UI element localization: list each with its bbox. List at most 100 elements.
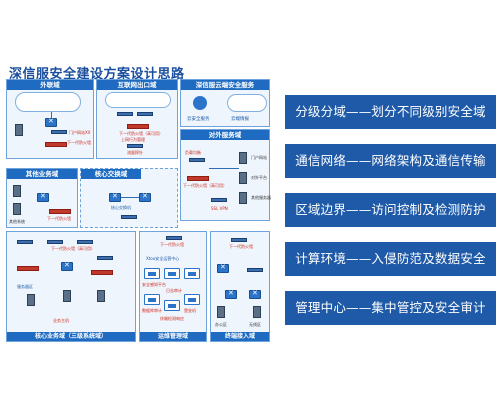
ext-fw [187,176,209,181]
ext-link [209,168,239,169]
internet-ad-label: 上网行为管理 [121,137,145,142]
other-switch [37,192,49,202]
zone-cloud-service-header: 深信服云端安全服务 [181,80,269,90]
zone-core-business: 核心业务域（三级系统域） 下一代防火墙（高可用） 服务器区 业务主机 [6,231,136,342]
core-biz-srv-c [97,290,105,302]
internet-dev-c [127,144,143,148]
zone-core-exchange-header: 核心交换域 [81,169,141,179]
internet-dev-b [137,112,153,116]
internet-traffic-label: 流量探针 [127,150,143,155]
zone-terminal-access-footer: 终端接入域 [211,332,269,341]
ops-center-label: Xtoo安全运营中心 [146,256,180,261]
ext-dev-a [189,158,205,162]
zone-external: 外联域 门户网站XX 下一代防火墙 [6,79,94,159]
core-link [121,197,139,198]
external-fw-label: 下一代防火墙 [67,140,91,145]
cloud-service-cloud [227,94,267,112]
external-switch [45,117,57,127]
other-srv-a [13,185,21,197]
ext-srv-a-label: 门户网站 [251,155,267,160]
label-boundary: 区域边界——访问控制及检测防护 [285,193,496,227]
core-biz-fw-a [17,266,39,271]
core-biz-dev-d [97,256,113,260]
zone-external-header: 外联域 [7,80,93,90]
external-srv [15,124,23,136]
zone-core-exchange: 核心交换域 核心交换机 [80,168,178,228]
ops-fw-label: 下一代防火墙 [160,242,184,247]
external-fw [45,142,67,147]
ops-tool-f [184,294,200,305]
term-dev-top [231,238,247,242]
other-srv-b [13,203,21,215]
term-ap-a [225,289,237,299]
term-ap-b [249,289,261,299]
ops-tool-b [164,268,180,279]
term-pc-b [253,306,261,318]
ops-tool-e-label: 终端检测响应 [160,316,184,321]
term-fw-label: 下一代防火墙 [229,244,253,249]
term-wireless-label: 无线区 [249,322,261,327]
ops-tool-d-label: 数据库审计 [142,308,162,313]
external-link [51,112,52,118]
zone-ops-management: 运维管理域 下一代防火墙 Xtoo安全运营中心 安全感知平台 日志审计 数据库审… [139,231,207,342]
term-switch [217,263,229,273]
ops-tool-e [164,300,180,311]
core-biz-fw-label: 下一代防火墙（高可用） [51,246,95,251]
core-biz-fw-b [91,270,113,275]
cloud-service-label-a: 云安全服务 [187,117,210,122]
ops-tool-d [144,294,160,305]
zone-ops-management-footer: 运维管理域 [140,332,206,341]
core-switch-b [139,192,151,202]
core-biz-hub [61,261,73,271]
ext-srv-b-label: 对外平台 [251,175,267,180]
term-pc-a [217,306,225,318]
other-fw [49,209,71,214]
ops-dev-top [166,236,182,240]
label-management: 管理中心——集中管控及安全审计 [285,291,496,325]
external-cloud [15,92,81,112]
term-office-label: 办公区 [215,322,227,327]
ext-srv-c [239,192,247,204]
internet-dev-a [117,112,133,116]
external-dev-label: 门户网站XX [69,130,91,135]
ext-vpn-label: SSL VPN [211,206,228,211]
zone-cloud-service: 深信服云端安全服务 云安全服务 云端情报 [180,79,270,127]
ext-srv-b [239,172,247,184]
ext-srv-a [239,152,247,164]
internet-cloud [105,92,171,108]
zone-core-business-footer: 核心业务域（三级系统域） [7,332,135,341]
zone-other-business: 其他业务域 其他系统 下一代防火墙 [6,168,78,228]
internet-fw-label: 下一代防火墙（高可用） [119,131,163,136]
ops-tool-f-label: 堡垒机 [184,308,196,313]
zone-internet-exit: 互联网出口域 下一代防火墙（高可用） 上网行为管理 流量探针 [96,79,178,159]
core-biz-dev-c [77,240,93,244]
core-biz-dev-b [47,240,63,244]
ops-tool-a-label: 安全感知平台 [142,282,166,287]
term-dev-mid [247,268,263,272]
ops-tool-b-label: 日志审计 [166,288,182,293]
zone-external-service: 对外服务域 负载均衡 下一代防火墙（高可用） SSL VPN 门户网站 对外平台… [180,129,271,221]
core-dev [121,215,137,219]
other-sys-label: 其他系统 [9,219,25,224]
label-compute: 计算环境——入侵防范及数据安全 [285,242,496,276]
core-biz-srv-b [63,290,71,302]
core-biz-host-label: 业务主机 [53,318,69,323]
ext-srv-c-label: 其他服务器 [251,195,271,200]
core-sw-label: 核心交换机 [111,205,131,210]
ops-tool-a [144,268,160,279]
cloud-service-shield-icon [193,96,207,110]
core-biz-server-label: 服务器区 [17,284,33,289]
other-fw-label: 下一代防火墙 [47,216,71,221]
external-dev-a [51,130,67,134]
ops-tool-c [184,268,200,279]
zone-other-business-header: 其他业务域 [7,169,77,179]
page-title: 深信服安全建设方案设计思路 [9,67,185,82]
label-communication: 通信网络——网络架构及通信传输 [285,144,496,178]
ext-fw-label: 下一代防火墙（高可用） [183,183,227,188]
zone-internet-exit-header: 互联网出口域 [97,80,177,90]
internet-fw [127,124,149,129]
zone-external-service-header: 对外服务域 [181,130,269,140]
core-biz-srv-a [27,294,35,306]
cloud-service-label-b: 云端情报 [231,117,249,122]
core-biz-dev-a [17,240,33,244]
